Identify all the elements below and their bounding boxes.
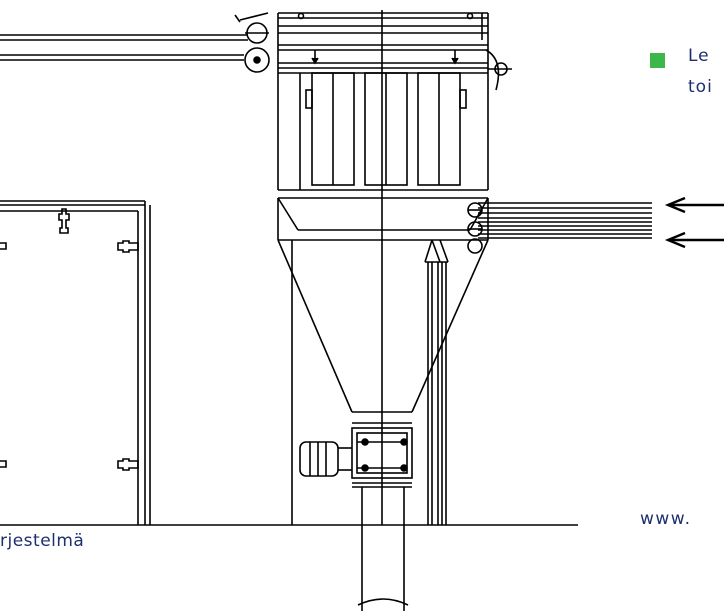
discharge-pipe xyxy=(357,487,409,611)
filter-bags xyxy=(299,72,467,190)
inlet-pipe-top xyxy=(0,12,270,73)
right-vertical-duct xyxy=(424,239,449,525)
collector-upper-housing xyxy=(277,10,512,525)
inflow-arrows xyxy=(664,196,724,249)
legend-green-square xyxy=(650,53,665,68)
legend-text-line-2: toi xyxy=(688,77,713,97)
legend-text-line-1: Le xyxy=(688,46,710,66)
website-link[interactable]: www. xyxy=(640,509,692,529)
side-inlet-pipes xyxy=(467,202,652,254)
caption-text: rjestelmä xyxy=(0,531,85,551)
left-frame-structure xyxy=(0,200,151,525)
rotary-valve-motor xyxy=(299,422,413,488)
